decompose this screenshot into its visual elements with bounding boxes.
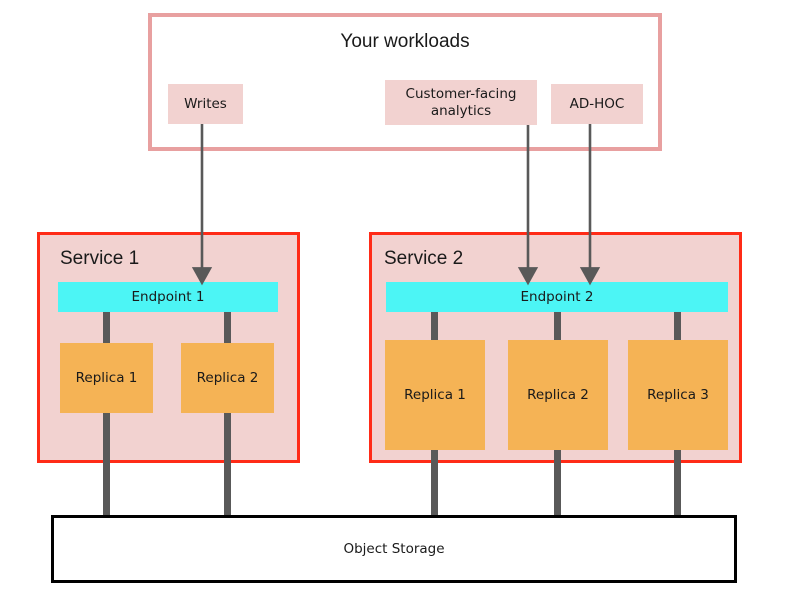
service-1-replica-1[interactable]: Replica 1	[60, 343, 153, 413]
service-2-label: Service 2	[384, 248, 464, 269]
connector-s2-replica1-storage	[431, 450, 438, 517]
connector-s1-replica1-storage	[103, 413, 110, 517]
object-storage-box: Object Storage	[51, 515, 737, 583]
connector-endpoint2-replica2	[554, 312, 561, 340]
connector-endpoint2-replica3	[674, 312, 681, 340]
connector-s2-replica3-storage	[674, 450, 681, 517]
service-1-label: Service 1	[60, 248, 140, 269]
service-2-replica-2[interactable]: Replica 2	[508, 340, 608, 450]
workloads-title: Your workloads	[340, 31, 470, 52]
connector-endpoint1-replica1	[103, 312, 110, 343]
workload-chip-ad-hoc[interactable]: AD-HOC	[551, 84, 643, 124]
connector-s2-replica2-storage	[554, 450, 561, 517]
service-2-replica-1[interactable]: Replica 1	[385, 340, 485, 450]
service-1-replica-2[interactable]: Replica 2	[181, 343, 274, 413]
workload-chip-writes[interactable]: Writes	[168, 84, 243, 124]
service-1-endpoint[interactable]: Endpoint 1	[58, 282, 278, 312]
connector-endpoint1-replica2	[224, 312, 231, 343]
service-2-replica-3[interactable]: Replica 3	[628, 340, 728, 450]
service-2-endpoint[interactable]: Endpoint 2	[386, 282, 728, 312]
connector-endpoint2-replica1	[431, 312, 438, 340]
workload-chip-customer-facing-analytics[interactable]: Customer-facing analytics	[385, 80, 537, 125]
connector-s1-replica2-storage	[224, 413, 231, 517]
